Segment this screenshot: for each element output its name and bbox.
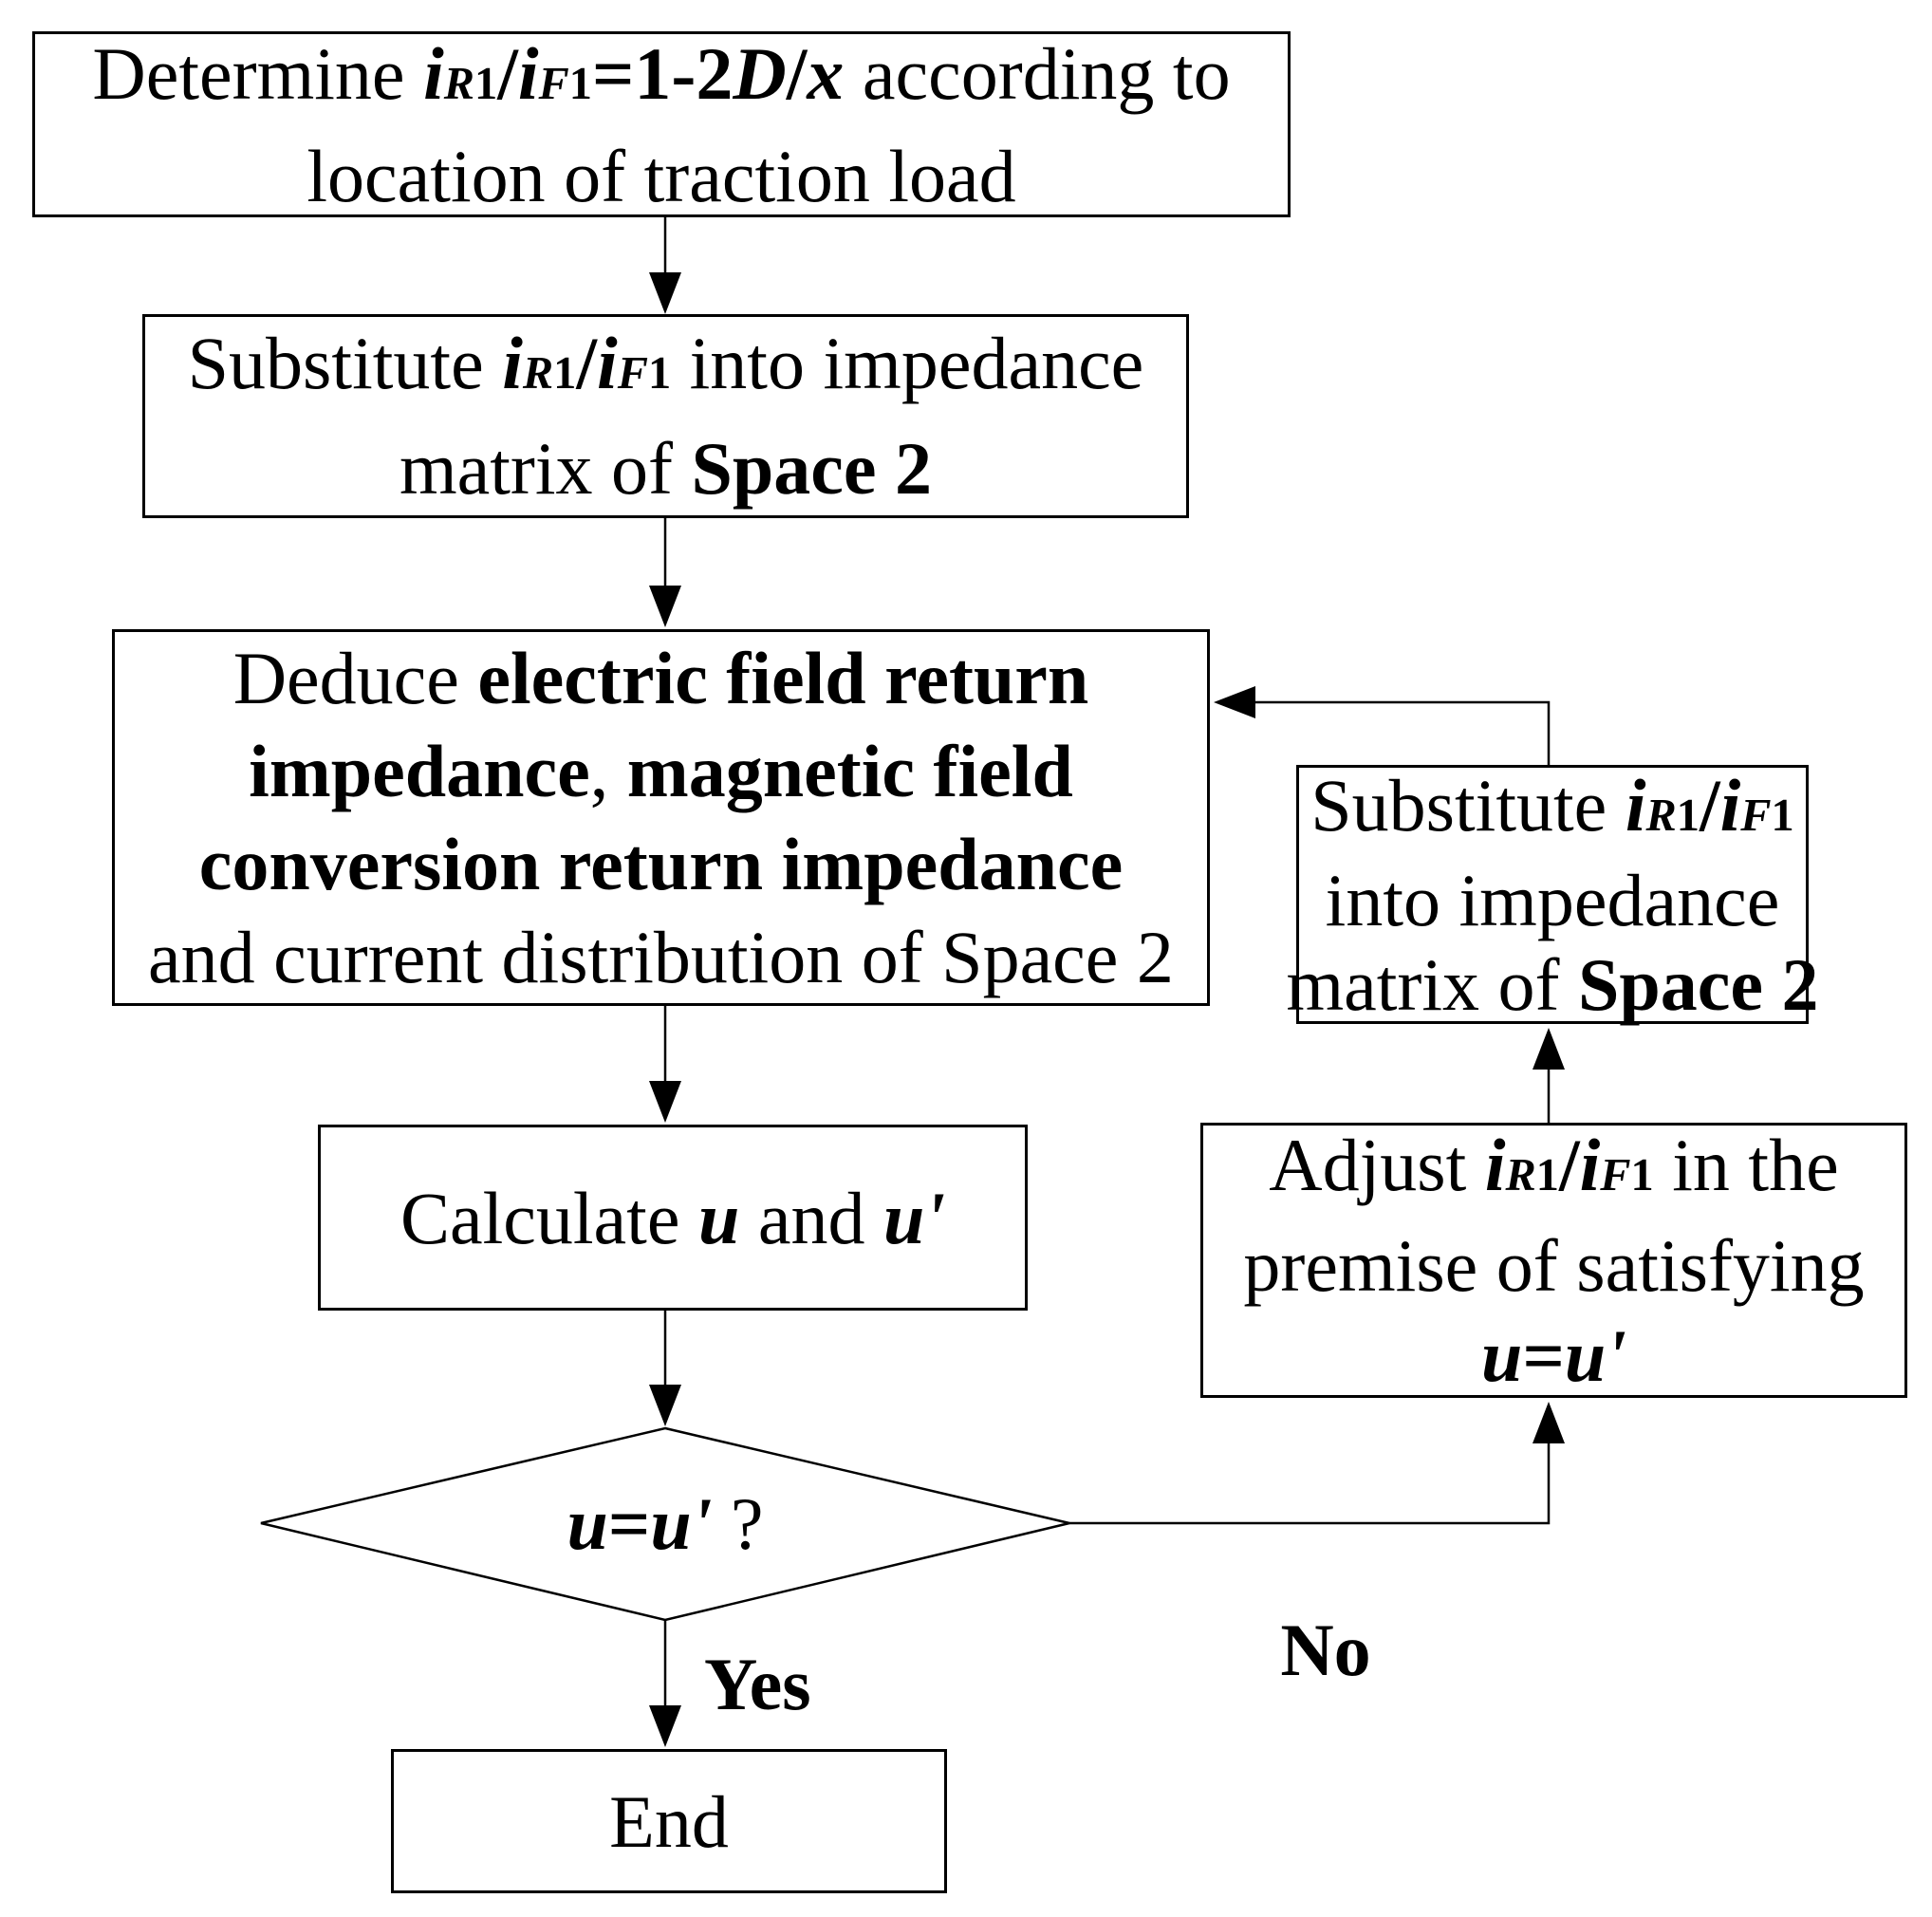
- node-adjust-ratio: Adjust iR1/iF1 in the premise of satisfy…: [1200, 1123, 1907, 1398]
- node-deduce-impedances: Deduce electric field return impedance, …: [112, 629, 1210, 1006]
- node-end: End: [391, 1749, 947, 1893]
- node-text-line: premise of satisfying: [1243, 1224, 1865, 1307]
- node-text-line: and current distribution of Space 2: [148, 915, 1174, 998]
- node-text-line: u=u' ?: [567, 1481, 764, 1565]
- node-text-line: impedance, magnetic field: [249, 729, 1073, 812]
- arrowhead-up-icon: [1533, 1028, 1565, 1070]
- node-text-line: matrix of Space 2: [399, 427, 933, 510]
- arrowhead-down-icon: [649, 586, 681, 627]
- arrowhead-up-icon: [1533, 1402, 1565, 1443]
- node-text-line: u=u': [1481, 1314, 1626, 1397]
- node-text-line: End: [609, 1779, 729, 1863]
- connector-substituteright-deduce: [1254, 700, 1551, 765]
- arrowhead-down-icon: [649, 272, 681, 314]
- node-text-line: Substitute iR1/iF1: [1310, 763, 1794, 847]
- node-text-line: location of traction load: [307, 134, 1016, 217]
- arrowhead-left-icon: [1214, 686, 1255, 718]
- node-text-line: Adjust iR1/iF1 in the: [1269, 1124, 1839, 1206]
- node-text-line: Deduce electric field return: [232, 636, 1089, 719]
- decision-diamond-label: u=u' ?: [261, 1466, 1069, 1580]
- node-text-line: Substitute iR1/iF1 into impedance: [187, 322, 1144, 404]
- node-text-line: conversion return impedance: [198, 822, 1124, 905]
- node-determine-ratio: Determine iR1/iF1=1-2D/x according to lo…: [32, 31, 1291, 217]
- arrowhead-down-icon: [649, 1081, 681, 1123]
- node-text-line: Calculate u and u': [399, 1176, 946, 1259]
- node-text-line: Determine iR1/iF1=1-2D/x according to: [92, 31, 1231, 115]
- branch-label-no: No: [1280, 1609, 1371, 1691]
- arrowhead-down-icon: [649, 1705, 681, 1747]
- arrowhead-down-icon: [649, 1385, 681, 1426]
- node-text-line: matrix of Space 2: [1286, 942, 1819, 1026]
- node-text-line: into impedance: [1325, 858, 1780, 941]
- node-substitute-impedance-matrix: Substitute iR1/iF1 into impedance matrix…: [142, 314, 1189, 518]
- connector-decision-adjust: [1069, 1442, 1551, 1525]
- node-calculate-u: Calculate u and u': [318, 1125, 1028, 1311]
- branch-label-yes: Yes: [704, 1643, 811, 1725]
- node-substitute-right: Substitute iR1/iF1 into impedance matrix…: [1286, 763, 1818, 1026]
